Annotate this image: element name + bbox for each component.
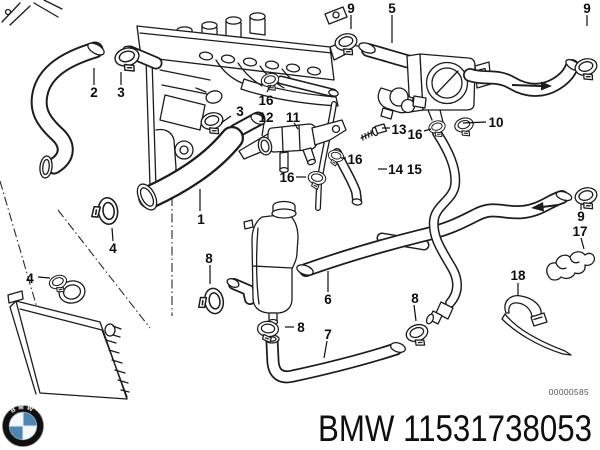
hose-7 — [264, 334, 406, 384]
part-number-text: BMW 11531738053 — [318, 408, 592, 449]
bmw-logo: BMW — [2, 404, 44, 447]
callout-leader-10 — [462, 121, 487, 124]
callout-16: 16 — [258, 93, 274, 108]
callout-18: 18 — [510, 268, 526, 283]
callout-9: 9 — [577, 209, 585, 224]
callout-leader-4 — [111, 227, 114, 242]
hose-1 — [136, 126, 244, 211]
expansion-tank-drawing — [226, 200, 299, 326]
coupling-ring — [58, 280, 86, 304]
callout-8: 8 — [297, 320, 305, 335]
callout-3: 3 — [117, 85, 125, 100]
callout-16: 16 — [407, 127, 423, 142]
logo-quadrant-blue-tr — [23, 412, 37, 426]
callout-leader-11 — [293, 122, 299, 130]
svg-text:BMW: BMW — [9, 404, 36, 415]
callout-8: 8 — [205, 251, 213, 266]
flow-arrow-left-icon — [531, 202, 559, 212]
flow-arrow-right-icon — [511, 81, 552, 91]
throttle-body-drawing — [377, 53, 492, 123]
callout-leader-17 — [580, 237, 585, 250]
hose-2 — [30, 41, 105, 179]
water-valve-drawing — [238, 119, 388, 174]
callout-9: 9 — [583, 1, 591, 16]
callout-leader-12 — [261, 122, 265, 137]
callout-3: 3 — [236, 104, 244, 119]
callout-leader-4 — [37, 276, 51, 279]
callout-leader-8 — [413, 304, 417, 322]
callout-16: 16 — [279, 170, 295, 185]
section-boundary-lines — [0, 180, 173, 329]
radiator-drawing — [7, 290, 130, 400]
callout-7: 7 — [324, 327, 332, 342]
callout-leader-16 — [266, 84, 272, 93]
callout-leader-16 — [423, 128, 432, 132]
logo-letters: BMW — [9, 404, 33, 415]
callout-14-15: 14 15 — [388, 162, 422, 177]
head-ports — [198, 51, 322, 76]
drawing-number: 00000585 — [549, 387, 589, 397]
callout-6: 6 — [324, 292, 332, 307]
callout-11: 11 — [286, 110, 301, 125]
cable-strap-18 — [501, 295, 572, 356]
callout-5: 5 — [388, 1, 396, 16]
callout-8: 8 — [411, 291, 419, 306]
callout-leader-7 — [323, 340, 328, 359]
callout-leader-3 — [220, 115, 232, 124]
logo-quadrant-blue-bl — [9, 426, 23, 440]
callout-2: 2 — [90, 85, 98, 100]
barb-fitting — [425, 301, 454, 325]
callout-12: 12 — [258, 110, 273, 125]
hose-5-front — [463, 58, 581, 97]
callout-17: 17 — [572, 224, 587, 239]
retaining-clip-17 — [546, 251, 596, 281]
hose-15 — [425, 128, 462, 325]
hose-6 — [296, 190, 573, 277]
bolt-13 — [360, 123, 388, 141]
callout-4: 4 — [26, 271, 34, 286]
callout-1: 1 — [197, 212, 205, 227]
callout-4: 4 — [109, 241, 117, 256]
callout-13: 13 — [391, 122, 407, 137]
callout-10: 10 — [488, 115, 503, 130]
callout-9: 9 — [347, 1, 355, 16]
callout-16: 16 — [347, 152, 363, 167]
